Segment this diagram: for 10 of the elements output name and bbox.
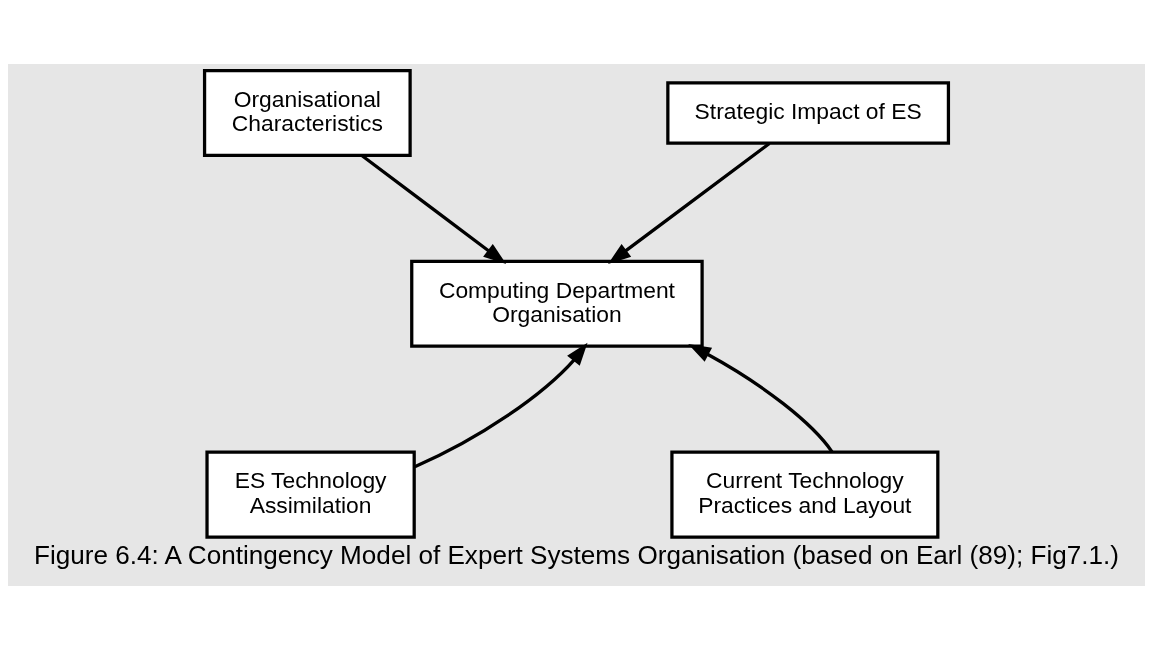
arrow — [688, 344, 834, 453]
node-box: ES Technology Assimilation — [205, 450, 416, 539]
node-box: Computing Department Organisation — [410, 259, 704, 348]
node-box: Current Technology Practices and Layout — [670, 450, 940, 539]
arrow — [608, 142, 771, 264]
arrow — [361, 154, 507, 265]
arrow — [414, 342, 588, 469]
node-box: Organisational Characteristics — [202, 68, 412, 157]
caption: Figure 6.4: A Contingency Model of Expert Systems Organisation (based on Earl (89); Fig7.1.) — [34, 540, 1119, 571]
node-box: Strategic Impact of ES — [666, 81, 951, 145]
